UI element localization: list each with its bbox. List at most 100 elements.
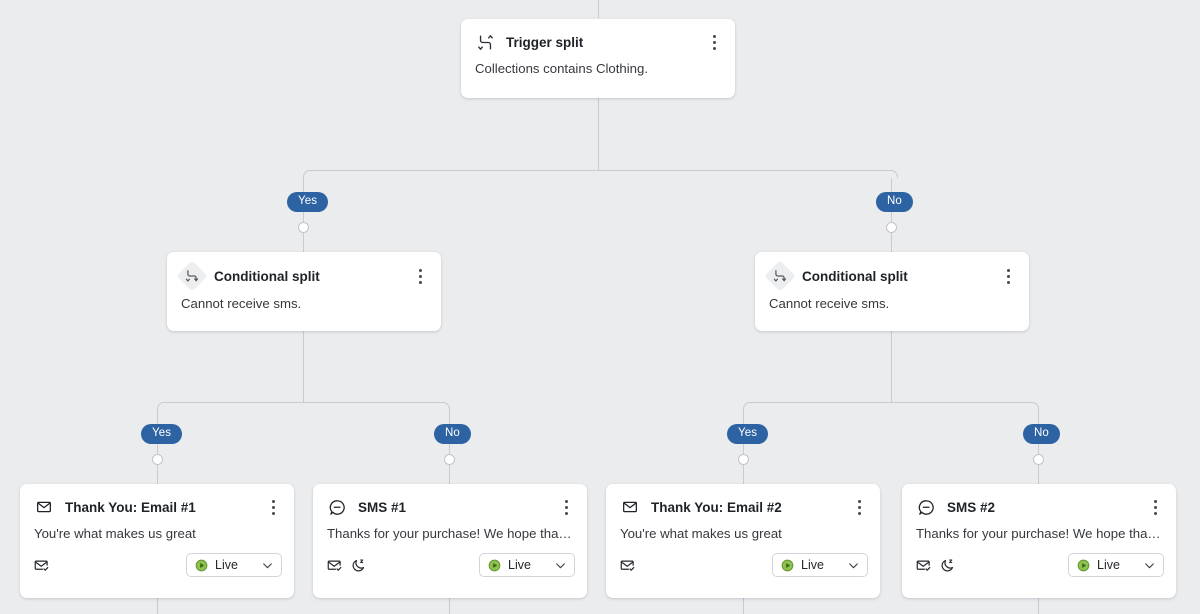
node-conditional-split-right[interactable]: Conditional split Cannot receive sms.: [755, 252, 1029, 331]
connector-inbound-trigger: [598, 0, 599, 18]
connector-left-split-down: [303, 330, 304, 402]
email-check-icon: [34, 558, 49, 573]
live-status-icon: [488, 559, 501, 572]
connector-trigger-bar: [311, 170, 891, 171]
connector-outbound-message-4: [1038, 598, 1039, 614]
node-title: Conditional split: [802, 268, 908, 284]
chevron-down-icon[interactable]: [554, 559, 567, 572]
connector-trigger-yes-leg: [303, 178, 304, 252]
email-check-icon: [916, 558, 931, 573]
add-node-button-right-yes[interactable]: [738, 454, 749, 465]
branch-label-trigger-yes[interactable]: Yes: [287, 192, 329, 212]
email-icon: [34, 497, 54, 517]
connector-corner-left-no: [442, 402, 450, 410]
add-node-button-left-no[interactable]: [444, 454, 455, 465]
connector-right-split-bar: [751, 402, 1032, 403]
quiet-hours-moon-icon: [940, 558, 955, 573]
branch-label-left-no[interactable]: No: [434, 424, 471, 444]
node-header: Thank You: Email #1: [20, 484, 294, 517]
sms-icon: [327, 497, 347, 517]
connector-right-split-down: [891, 330, 892, 402]
live-status-icon: [1077, 559, 1090, 572]
node-title: SMS #1: [358, 499, 407, 515]
node-header: SMS #1: [313, 484, 587, 517]
chevron-down-icon[interactable]: [847, 559, 860, 572]
conditional-split-icon: [764, 260, 796, 292]
add-node-button-trigger-yes[interactable]: [298, 222, 309, 233]
status-dropdown[interactable]: Live: [186, 553, 282, 577]
node-description: Thanks for your purchase! We hope that .…: [327, 526, 577, 541]
node-header: Conditional split: [167, 252, 441, 292]
node-header: SMS #2: [902, 484, 1176, 517]
kebab-menu-icon[interactable]: [557, 497, 575, 517]
node-conditional-split-left[interactable]: Conditional split Cannot receive sms.: [167, 252, 441, 331]
branch-label-right-no[interactable]: No: [1023, 424, 1060, 444]
node-header: Trigger split: [461, 19, 735, 52]
connector-left-yes-leg: [157, 410, 158, 484]
node-footer-icons: [327, 558, 479, 573]
connector-right-no-leg: [1038, 410, 1039, 484]
chevron-down-icon[interactable]: [261, 559, 274, 572]
email-check-icon: [620, 558, 635, 573]
kebab-menu-icon[interactable]: [264, 497, 282, 517]
node-message-sms-2[interactable]: SMS #2 Thanks for your purchase! We hope…: [902, 484, 1176, 598]
add-node-button-trigger-no[interactable]: [886, 222, 897, 233]
status-label: Live: [801, 558, 824, 572]
node-description: Collections contains Clothing.: [475, 61, 648, 76]
kebab-menu-icon[interactable]: [1146, 497, 1164, 517]
live-status-icon: [195, 559, 208, 572]
status-label: Live: [215, 558, 238, 572]
add-node-button-left-yes[interactable]: [152, 454, 163, 465]
node-title: Thank You: Email #1: [65, 499, 196, 515]
connector-right-yes-leg: [743, 410, 744, 484]
node-trigger-split[interactable]: Trigger split Collections contains Cloth…: [461, 19, 735, 98]
chevron-down-icon[interactable]: [1143, 559, 1156, 572]
status-dropdown[interactable]: Live: [1068, 553, 1164, 577]
connector-outbound-message-1: [157, 598, 158, 614]
node-message-email-1[interactable]: Thank You: Email #1 You're what makes us…: [20, 484, 294, 598]
node-header: Thank You: Email #2: [606, 484, 880, 517]
branch-label-trigger-no[interactable]: No: [876, 192, 913, 212]
connector-outbound-message-2: [449, 598, 450, 614]
node-header: Conditional split: [755, 252, 1029, 292]
node-footer-icons: [34, 558, 186, 573]
connector-corner-left-yes: [157, 402, 165, 410]
kebab-menu-icon[interactable]: [850, 497, 868, 517]
status-dropdown[interactable]: Live: [772, 553, 868, 577]
kebab-menu-icon[interactable]: [705, 32, 723, 52]
kebab-menu-icon[interactable]: [999, 266, 1017, 286]
node-message-sms-1[interactable]: SMS #1 Thanks for your purchase! We hope…: [313, 484, 587, 598]
connector-corner-right-no: [1031, 402, 1039, 410]
node-title: Conditional split: [214, 268, 320, 284]
connector-outbound-message-3: [743, 598, 744, 614]
connector-trigger-down: [598, 98, 599, 170]
email-check-icon: [327, 558, 342, 573]
status-label: Live: [508, 558, 531, 572]
branch-label-right-yes[interactable]: Yes: [727, 424, 769, 444]
node-footer: Live: [902, 541, 1176, 590]
quiet-hours-moon-icon: [351, 558, 366, 573]
node-title: SMS #2: [947, 499, 996, 515]
node-description: Thanks for your purchase! We hope that .…: [916, 526, 1166, 541]
node-footer-icons: [916, 558, 1068, 573]
connector-corner-trigger-left: [303, 170, 311, 178]
node-description: Cannot receive sms.: [769, 296, 890, 311]
node-footer-icons: [620, 558, 772, 573]
connector-corner-trigger-right: [890, 170, 898, 178]
connector-left-no-leg: [449, 410, 450, 484]
node-description: Cannot receive sms.: [181, 296, 302, 311]
node-title: Trigger split: [506, 34, 584, 50]
node-message-email-2[interactable]: Thank You: Email #2 You're what makes us…: [606, 484, 880, 598]
node-description: You're what makes us great: [34, 526, 196, 541]
node-footer: Live: [313, 541, 587, 590]
trigger-split-icon: [475, 32, 495, 52]
branch-label-left-yes[interactable]: Yes: [141, 424, 183, 444]
status-dropdown[interactable]: Live: [479, 553, 575, 577]
node-footer: Live: [606, 541, 880, 590]
node-description: You're what makes us great: [620, 526, 782, 541]
status-label: Live: [1097, 558, 1120, 572]
node-title: Thank You: Email #2: [651, 499, 782, 515]
add-node-button-right-no[interactable]: [1033, 454, 1044, 465]
kebab-menu-icon[interactable]: [411, 266, 429, 286]
